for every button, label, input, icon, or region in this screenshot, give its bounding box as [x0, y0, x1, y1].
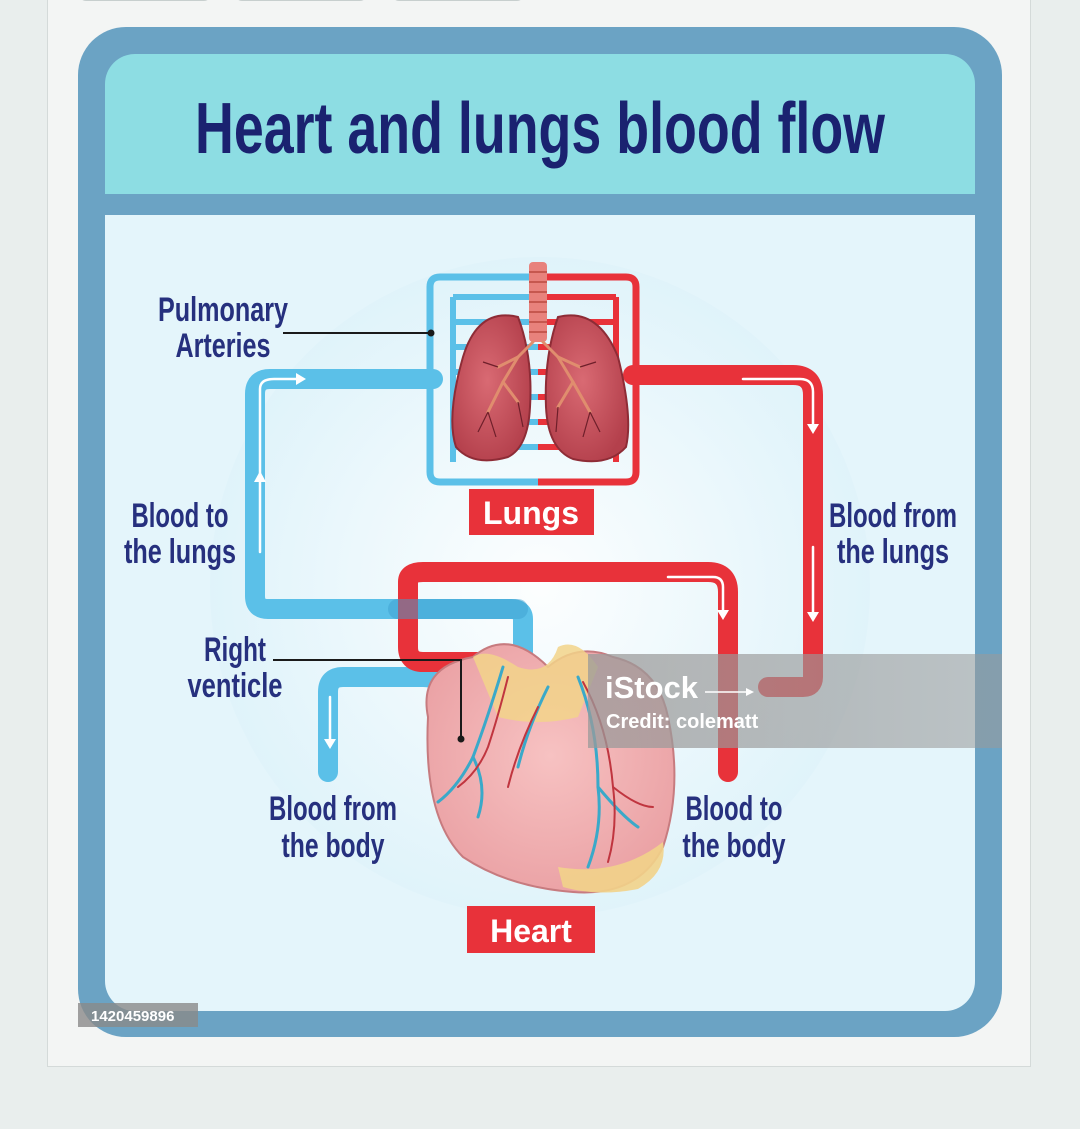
lungs-illustration	[451, 262, 630, 463]
label-blood-from-body-2: the body	[282, 827, 385, 865]
label-right-ventricle-2: venticle	[188, 667, 283, 705]
toolbar-button-3[interactable]	[392, 0, 524, 1]
label-blood-to-body-1: Blood to	[686, 790, 783, 828]
image-id-badge	[78, 1003, 198, 1027]
diagram-title: Heart and lungs blood flow	[195, 89, 886, 169]
label-pulmonary-1: Pulmonary	[158, 291, 288, 329]
label-blood-to-lungs-1: Blood to	[132, 497, 229, 535]
label-blood-from-lungs-2: the lungs	[837, 533, 949, 571]
label-blood-to-lungs-2: the lungs	[124, 533, 236, 571]
toolbar-button-2[interactable]	[235, 0, 367, 1]
image-id-text: 1420459896	[91, 1008, 174, 1025]
watermark-credit: Credit: colematt	[606, 711, 759, 733]
watermark-brand: iStock	[605, 670, 699, 705]
lungs-tag	[469, 489, 594, 535]
pointer-ventricle	[273, 659, 462, 739]
label-blood-from-body-1: Blood from	[269, 790, 397, 828]
heart-lungs-diagram: Heart and lungs blood flow	[78, 27, 1002, 1037]
vessel-to-body	[398, 562, 738, 782]
watermark-band	[588, 654, 1002, 748]
diagram-image: Heart and lungs blood flow	[78, 27, 1002, 1037]
heart-tag	[467, 906, 595, 953]
label-blood-to-body-2: the body	[683, 827, 786, 865]
label-right-ventricle-1: Right	[204, 631, 266, 669]
heart-tag-label: Heart	[490, 913, 572, 949]
toolbar-button-1[interactable]	[79, 0, 211, 1]
label-blood-from-lungs-1: Blood from	[829, 497, 957, 535]
label-pulmonary-2: Arteries	[176, 327, 271, 365]
lungs-tag-label: Lungs	[483, 495, 579, 531]
